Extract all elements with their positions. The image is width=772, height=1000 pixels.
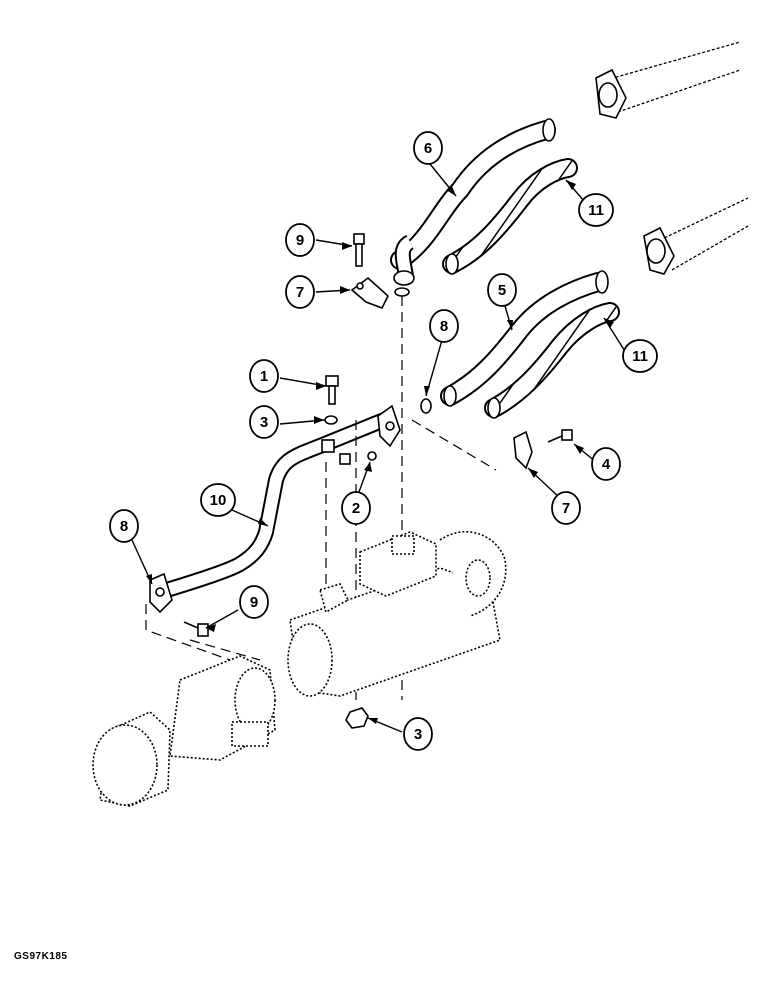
bolt-right	[547, 429, 573, 443]
svg-text:6: 6	[424, 140, 432, 157]
callout-11-upper[interactable]: 11	[578, 193, 614, 227]
svg-text:4: 4	[602, 456, 611, 473]
svg-text:5: 5	[498, 282, 506, 299]
hose-upper	[390, 118, 556, 286]
figure-code: GS97K185	[14, 951, 68, 962]
callout-2[interactable]: 2	[341, 491, 371, 525]
hose-sleeve-lower	[484, 302, 620, 419]
bolt-upper	[353, 233, 365, 267]
svg-text:11: 11	[588, 202, 604, 219]
svg-text:2: 2	[352, 500, 360, 517]
bolt	[325, 375, 339, 405]
callout-7-lower[interactable]: 7	[551, 491, 581, 525]
callout-11-lower[interactable]: 11	[622, 339, 658, 373]
nut-small	[367, 451, 377, 461]
hydraulic-cylinder	[92, 530, 507, 807]
svg-text:1: 1	[260, 368, 268, 385]
o-ring-middle	[420, 398, 432, 414]
svg-text:9: 9	[250, 594, 258, 611]
callout-3-lower[interactable]: 3	[403, 717, 433, 751]
svg-text:9: 9	[296, 232, 304, 249]
tube-flange-left	[149, 572, 173, 614]
callout-7-upper[interactable]: 7	[285, 275, 315, 309]
tube-flange-right	[377, 404, 401, 448]
bolt-lower	[183, 621, 209, 637]
svg-text:8: 8	[120, 518, 128, 535]
clamp-upper	[350, 276, 389, 310]
callout-9-upper[interactable]: 9	[285, 223, 315, 257]
pipe-flange-upper	[595, 68, 675, 275]
callout-1[interactable]: 1	[249, 359, 279, 393]
svg-text:3: 3	[414, 726, 422, 743]
callout-3-upper[interactable]: 3	[249, 405, 279, 439]
callout-10[interactable]: 10	[200, 483, 236, 517]
hose-lower	[440, 270, 609, 407]
svg-text:8: 8	[440, 318, 448, 335]
steel-tube	[152, 412, 392, 600]
tube-bracket	[321, 439, 351, 465]
callout-4[interactable]: 4	[591, 447, 621, 481]
nut-lower	[345, 707, 369, 729]
callout-8-lower[interactable]: 8	[109, 509, 139, 543]
svg-text:7: 7	[562, 500, 570, 517]
svg-text:3: 3	[260, 414, 268, 431]
svg-text:7: 7	[296, 284, 304, 301]
svg-text:11: 11	[632, 348, 648, 365]
o-ring-upper	[394, 287, 410, 297]
callout-8-upper[interactable]: 8	[429, 309, 459, 343]
callout-arrowheads	[146, 180, 614, 724]
svg-text:10: 10	[210, 492, 227, 509]
nut-upper	[324, 415, 338, 425]
pipe-end-upper-right	[605, 41, 749, 271]
clamp-lower	[513, 430, 533, 470]
callout-5[interactable]: 5	[487, 273, 517, 307]
callout-9-lower[interactable]: 9	[239, 585, 269, 619]
callout-6[interactable]: 6	[413, 131, 443, 165]
hose-sleeve-upper	[442, 158, 578, 275]
